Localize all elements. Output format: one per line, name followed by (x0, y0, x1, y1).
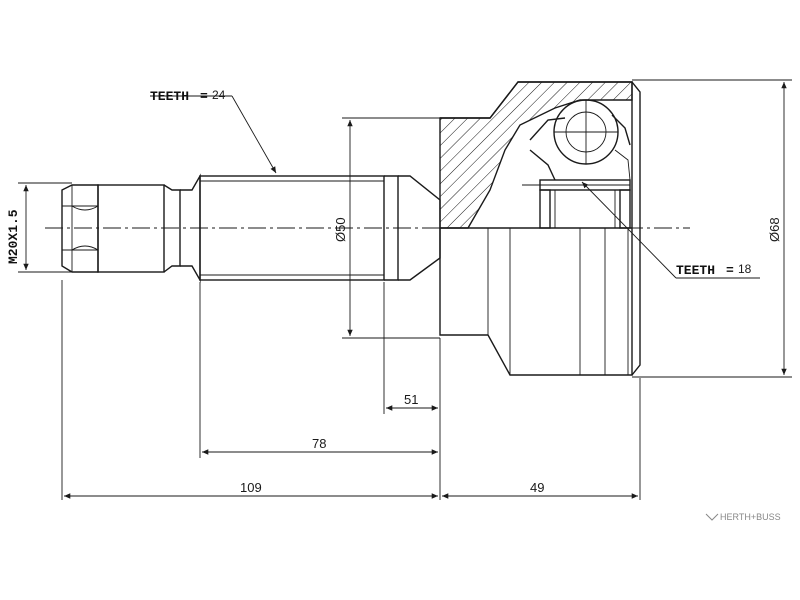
dimension-49-label: 49 (530, 480, 544, 495)
dimension-109-label: 109 (240, 480, 262, 495)
dimension-diameter-50 (342, 117, 440, 339)
leader-teeth-18 (581, 181, 760, 279)
brand-text: HERTH+BUSS (720, 512, 781, 522)
svg-text:=: = (726, 263, 734, 278)
diameter-50-label: Ø50 (333, 217, 348, 242)
diameter-68-label: Ø68 (767, 217, 782, 242)
dimension-78-label: 78 (312, 436, 326, 451)
teeth-24-value: 24 (212, 88, 226, 102)
dimension-thread (18, 182, 72, 273)
dimension-51-label: 51 (404, 392, 418, 407)
teeth-18-value: 18 (738, 262, 752, 276)
inner-race (522, 99, 631, 229)
leader-teeth-24 (150, 95, 277, 174)
teeth-24-prefix: TEETH (150, 89, 189, 104)
teeth-18-prefix: TEETH (676, 263, 715, 278)
dimension-diameter-68 (632, 79, 792, 378)
thread-label: M20X1.5 (6, 209, 21, 264)
bell-housing (439, 81, 641, 376)
brand-logo: HERTH+BUSS (705, 512, 781, 522)
svg-text:=: = (200, 89, 208, 104)
threaded-end (61, 173, 201, 283)
